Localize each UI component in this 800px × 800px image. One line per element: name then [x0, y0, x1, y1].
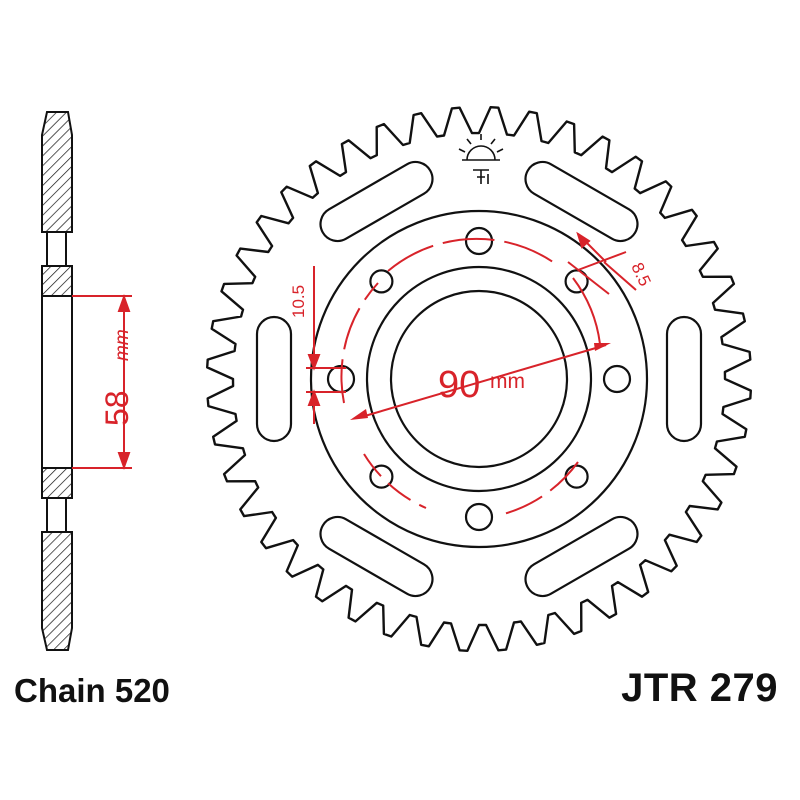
lightening-slot: [319, 160, 434, 243]
side-view-upper-section: [41, 111, 73, 297]
small-hole-dimension: [567, 231, 637, 295]
outer-bolt-ring: [309, 209, 649, 549]
side-view: [41, 111, 73, 651]
lightening-slot: [524, 515, 639, 598]
small-bolt-hole: [564, 464, 589, 489]
lightening-slot: [665, 315, 703, 443]
sprocket-outline: [206, 106, 752, 652]
bolt-hole-dimension: [306, 266, 346, 424]
pcd-arrow-right: [594, 343, 611, 351]
side-view-hub: [41, 295, 73, 469]
hub-ring: [365, 265, 593, 493]
hub-offset-dimension: [72, 294, 132, 470]
pcd-unit: mm: [490, 370, 525, 393]
pcd-value: 90: [438, 364, 480, 406]
pcd-arrow-left: [350, 409, 368, 420]
hub-offset-unit: mm: [112, 329, 133, 361]
bolt-hole: [602, 364, 632, 394]
sun-logo-icon: [458, 134, 504, 184]
lightening-slot: [524, 160, 639, 243]
side-view-lower-section: [41, 467, 73, 651]
bolt-hole-value: 10.5: [289, 285, 308, 318]
chain-size-caption: Chain 520: [14, 672, 170, 709]
small-bolt-hole: [369, 269, 394, 294]
pcd-dimension: [340, 237, 607, 516]
lightening-slot: [319, 515, 434, 598]
part-number-caption: JTR 279: [621, 666, 778, 710]
bolt-hole: [464, 226, 494, 256]
hub-offset-value: 58: [99, 390, 135, 426]
sprocket-front-view: [206, 106, 752, 652]
center-bore: [389, 289, 569, 469]
bolt-hole: [464, 502, 494, 532]
slot-group: [255, 160, 703, 598]
lightening-slot: [255, 315, 293, 443]
